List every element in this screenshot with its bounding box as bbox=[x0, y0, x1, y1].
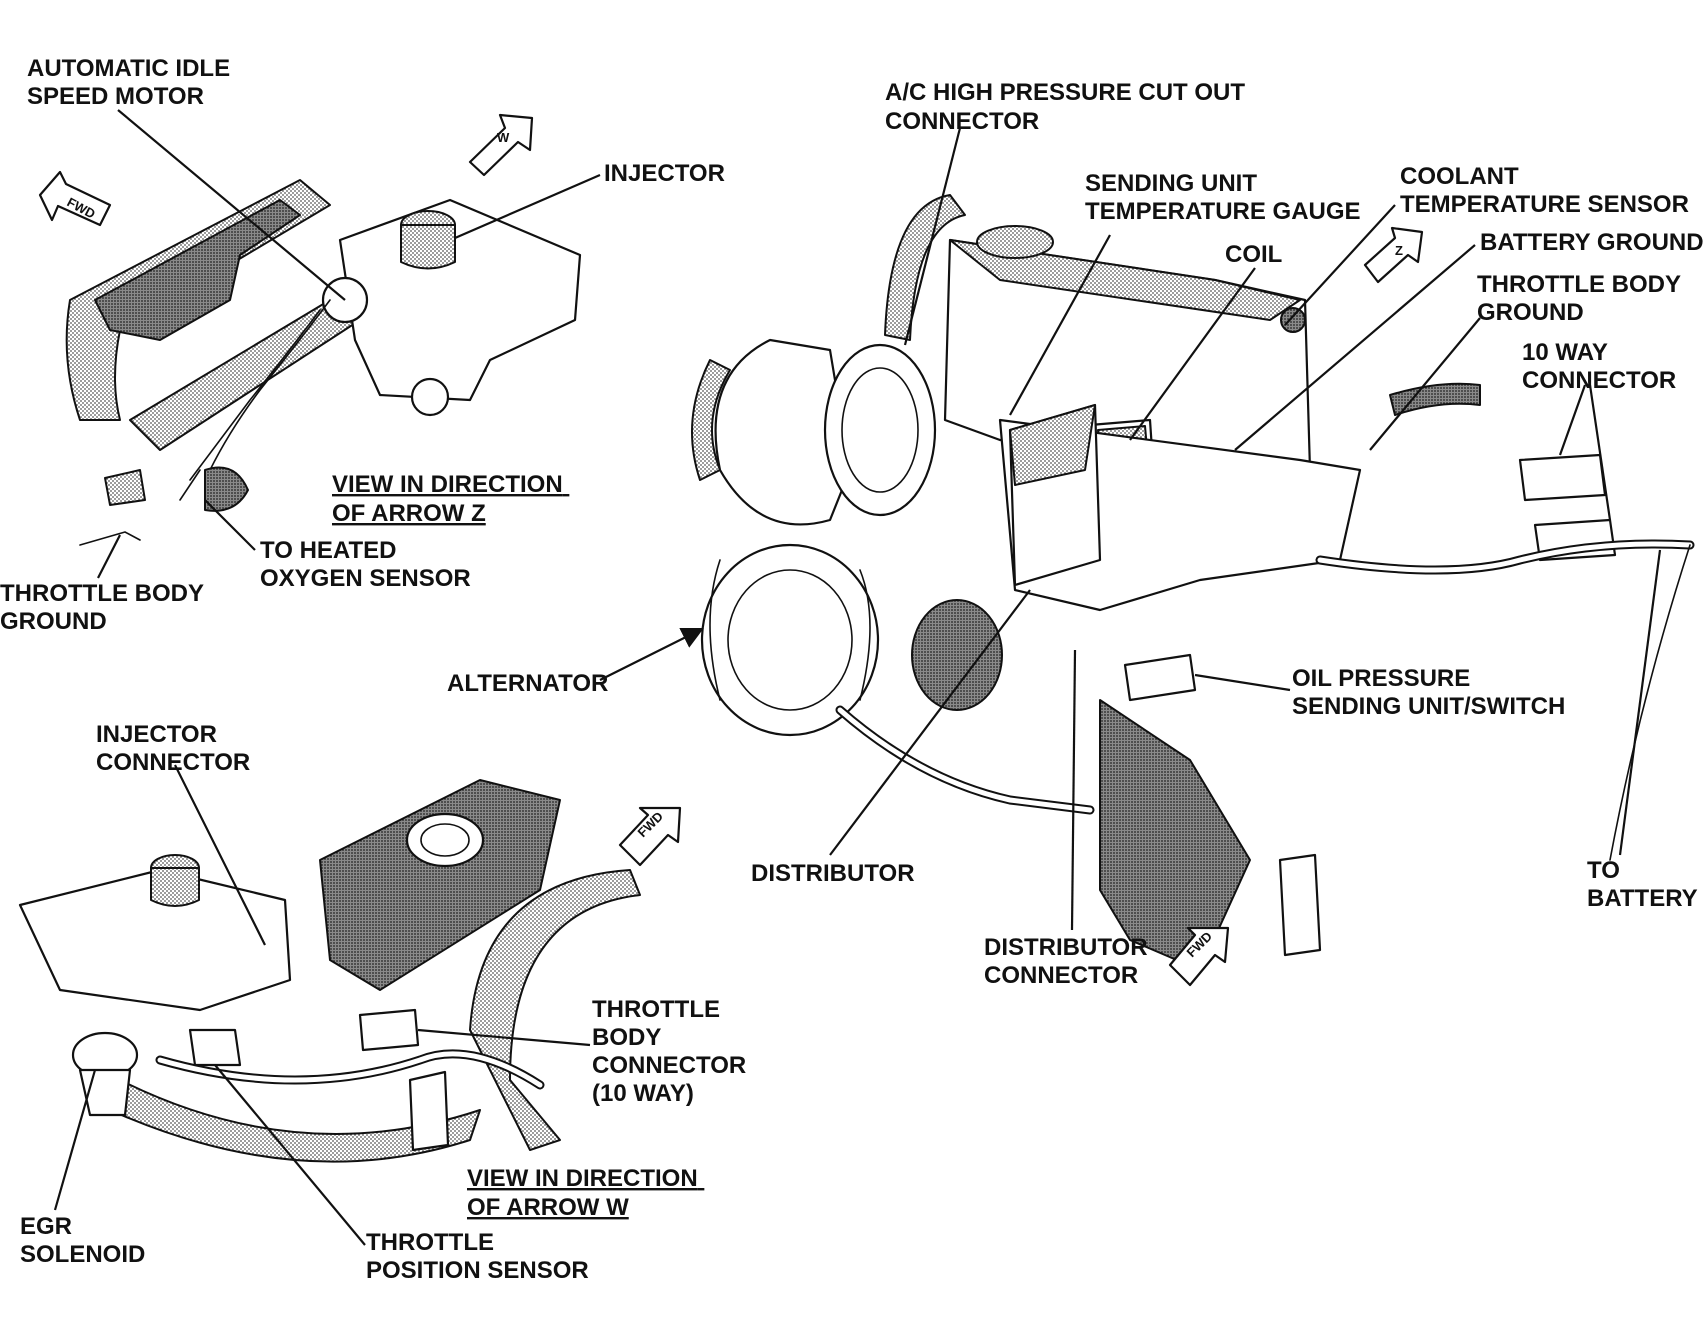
label-distributor: DISTRIBUTOR bbox=[751, 860, 915, 887]
heater-hose-view-z bbox=[204, 466, 249, 512]
view-w-bracket bbox=[408, 1070, 450, 1152]
svg-text:W: W bbox=[497, 130, 510, 145]
ground-strap-left bbox=[79, 531, 141, 546]
oil-pressure-switch bbox=[1123, 653, 1197, 702]
upper-radiator-hose bbox=[884, 194, 966, 341]
oil-filler-cap bbox=[976, 225, 1054, 259]
leader-to-battery bbox=[1618, 549, 1662, 856]
label-distributor-connector: DISTRIBUTOR CONNECTOR bbox=[984, 934, 1154, 989]
oxygen-sensor-connector bbox=[104, 469, 146, 506]
label-oil-pressure-sending-unit: OIL PRESSURE SENDING UNIT/SWITCH bbox=[1292, 665, 1565, 720]
view-z-illustration bbox=[65, 179, 582, 546]
fwd-arrow-main: FWD bbox=[1168, 926, 1230, 987]
label-alternator: ALTERNATOR bbox=[447, 670, 608, 697]
leader-sending-unit bbox=[1009, 234, 1111, 416]
label-view-arrow-w: VIEW IN DIRECTION OF ARROW W bbox=[467, 1165, 704, 1221]
distributor-harness bbox=[835, 705, 1095, 815]
label-coil: COIL bbox=[1225, 241, 1282, 268]
view-w-hose bbox=[469, 869, 641, 1151]
label-to-battery: TO BATTERY bbox=[1587, 857, 1698, 912]
ten-way-connector-a bbox=[1518, 453, 1607, 502]
leader-tb-ground-right bbox=[1369, 317, 1481, 451]
label-throttle-body-connector: THROTTLE BODY CONNECTOR (10 WAY) bbox=[592, 996, 753, 1107]
leader-coil bbox=[1129, 267, 1256, 441]
view-w-filler-inner bbox=[420, 823, 470, 857]
label-egr-solenoid: EGR SOLENOID bbox=[20, 1213, 145, 1268]
label-battery-ground: BATTERY GROUND bbox=[1480, 229, 1704, 256]
leader-ac-connector bbox=[903, 127, 962, 346]
leader-injector-top bbox=[454, 173, 601, 240]
oil-filter bbox=[911, 599, 1003, 711]
bracket-lower bbox=[1278, 853, 1322, 957]
label-view-arrow-z: VIEW IN DIRECTION OF ARROW Z bbox=[332, 471, 569, 527]
leader-alternator bbox=[599, 628, 704, 681]
coolant-sensor-fitting bbox=[1280, 307, 1306, 333]
main-engine-illustration bbox=[691, 194, 1695, 971]
leader-tps bbox=[214, 1064, 366, 1246]
distributor-cap bbox=[1009, 404, 1096, 486]
throttle-body-housing bbox=[338, 198, 582, 402]
label-coolant-temp-sensor: COOLANT TEMPERATURE SENSOR bbox=[1400, 163, 1689, 218]
label-throttle-body-ground-right: THROTTLE BODY GROUND bbox=[1477, 271, 1687, 326]
fwd-arrow-center: FWD bbox=[618, 806, 682, 867]
air-intake-duct bbox=[691, 359, 731, 481]
arrow-z-indicator: Z bbox=[1363, 226, 1424, 284]
view-w-intake bbox=[109, 1079, 481, 1163]
svg-text:Z: Z bbox=[1395, 243, 1403, 258]
leader-distributor-connector bbox=[1070, 649, 1077, 931]
leader-oil-pressure bbox=[1194, 673, 1291, 692]
air-cleaner-ring bbox=[841, 367, 919, 493]
label-injector-top: INJECTOR bbox=[604, 160, 725, 187]
intake-manifold bbox=[94, 199, 301, 341]
label-automatic-idle-speed-motor: AUTOMATIC IDLE SPEED MOTOR bbox=[27, 55, 237, 110]
label-to-heated-oxygen-sensor: TO HEATED OXYGEN SENSOR bbox=[260, 537, 471, 592]
leader-injector-connector bbox=[174, 764, 266, 946]
throttle-fitting bbox=[410, 377, 450, 417]
label-ten-way-connector: 10 WAY CONNECTOR bbox=[1522, 339, 1676, 394]
label-throttle-body-ground-left: THROTTLE BODY GROUND bbox=[0, 580, 210, 635]
leader-heated-o2 bbox=[204, 499, 256, 551]
alternator-belt bbox=[709, 559, 871, 701]
label-injector-connector: INJECTOR CONNECTOR bbox=[96, 721, 250, 776]
leader-coolant-sensor bbox=[1284, 204, 1396, 326]
view-w-valve-cover bbox=[319, 779, 561, 991]
fwd-arrow-top-left: FWD bbox=[38, 170, 112, 227]
view-w-filler-ring bbox=[405, 812, 485, 868]
leader-idle-motor bbox=[117, 109, 346, 301]
arrow-w-indicator-top: W bbox=[468, 113, 534, 177]
view-w-injector bbox=[150, 867, 200, 907]
leader-ten-way-b bbox=[1588, 384, 1612, 521]
label-sending-unit-temp-gauge: SENDING UNIT TEMPERATURE GAUGE bbox=[1085, 170, 1361, 225]
leader-egr bbox=[53, 1069, 97, 1211]
label-throttle-position-sensor: THROTTLE POSITION SENSOR bbox=[366, 1229, 589, 1284]
injector-body bbox=[400, 224, 456, 270]
label-ac-high-pressure-connector: A/C HIGH PRESSURE CUT OUT CONNECTOR bbox=[885, 79, 1252, 135]
view-z-wiring bbox=[179, 299, 331, 501]
leader-ten-way-a bbox=[1558, 384, 1587, 456]
leader-tb-connector bbox=[417, 1028, 591, 1047]
alternator-fins bbox=[727, 569, 853, 711]
view-w-illustration bbox=[18, 779, 641, 1163]
tb-10-way-plug bbox=[358, 1008, 420, 1052]
battery-cable bbox=[1609, 544, 1691, 861]
leader-battery-ground bbox=[1234, 244, 1476, 451]
leader-distributor bbox=[829, 589, 1031, 856]
tps-sensor bbox=[188, 1028, 242, 1067]
leader-tb-ground-left bbox=[97, 534, 121, 579]
